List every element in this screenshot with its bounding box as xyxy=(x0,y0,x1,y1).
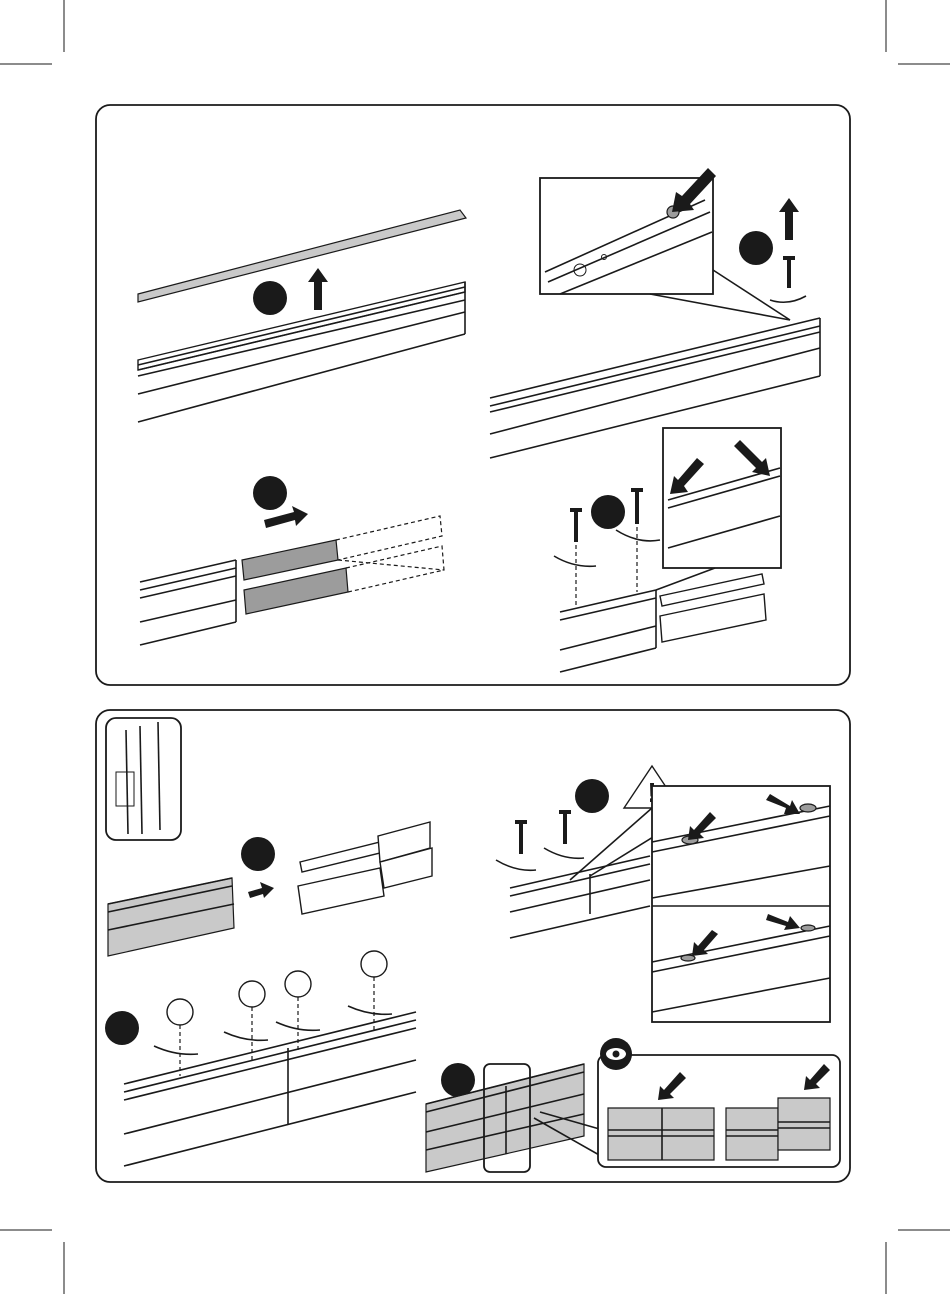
screw-icon xyxy=(563,814,567,844)
screw-icon xyxy=(574,512,578,542)
cover-strip xyxy=(138,210,466,302)
step-join-rails xyxy=(108,822,432,956)
rotate-arrow-icon xyxy=(348,1006,392,1014)
step-circle-outline xyxy=(361,951,387,977)
step-circle-icon xyxy=(105,1011,139,1045)
step-insert-screws xyxy=(554,428,781,672)
screw-icon xyxy=(519,824,523,854)
aligned-joint xyxy=(608,1108,714,1160)
rotate-arrow-icon xyxy=(154,1046,198,1054)
step-circle-outline xyxy=(239,981,265,1007)
step-circle-icon xyxy=(253,476,287,510)
step-circle-icon xyxy=(575,779,609,813)
top-panel xyxy=(96,105,850,685)
step-circle-icon xyxy=(241,837,275,871)
step-circle-icon xyxy=(591,495,625,529)
step-circle-icon xyxy=(441,1063,475,1097)
step-check-alignment xyxy=(426,1038,840,1172)
arrow-up-icon xyxy=(308,268,328,310)
step-circle-outline xyxy=(285,971,311,997)
detail-callout xyxy=(663,428,781,568)
misaligned-joint-left xyxy=(726,1108,778,1160)
rotate-arrow-icon xyxy=(496,860,536,870)
misaligned-joint-right xyxy=(778,1098,830,1150)
step-slide-joiner xyxy=(140,476,444,645)
rotate-arrow-icon xyxy=(770,296,806,302)
overview-frame xyxy=(106,718,181,840)
screw-icon xyxy=(787,258,791,288)
step-overview xyxy=(106,718,181,840)
step-insert-screws-warning: ! xyxy=(496,766,830,1022)
bottom-panel: ! xyxy=(96,710,850,1182)
rotate-arrow-icon xyxy=(616,530,660,541)
rotate-arrow-icon xyxy=(554,556,596,566)
arrow-right-icon xyxy=(248,882,274,898)
step-remove-screw xyxy=(490,168,820,458)
arrow-up-icon xyxy=(779,198,799,240)
step-circle-outline xyxy=(167,999,193,1025)
step-remove-cover-strip xyxy=(138,210,466,422)
rotate-arrow-icon xyxy=(224,1032,268,1040)
step-circle-icon xyxy=(253,281,287,315)
step-tighten-screws xyxy=(105,951,416,1166)
rotate-arrow-icon xyxy=(544,848,584,858)
screw-icon xyxy=(635,492,639,524)
step-circle-icon xyxy=(739,231,773,265)
